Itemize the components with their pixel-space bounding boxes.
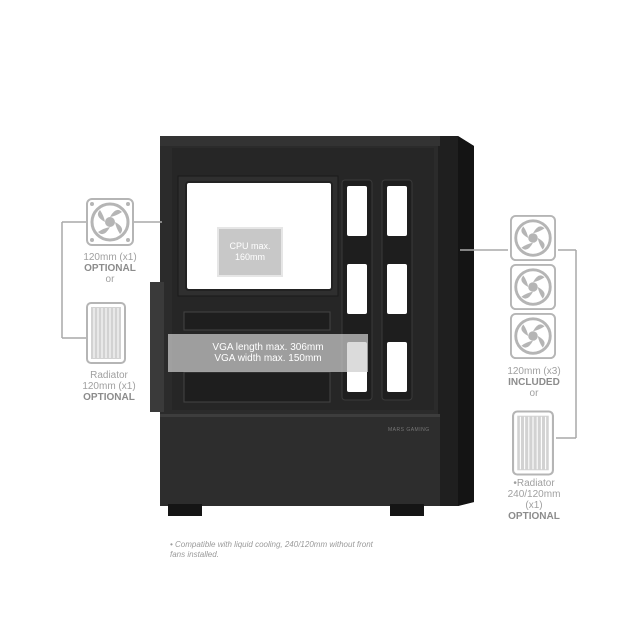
radiator-icon xyxy=(512,410,554,476)
vga-clearance-box: VGA length max. 306mm VGA width max. 150… xyxy=(168,334,368,372)
psu-shroud xyxy=(160,414,440,506)
left-or: or xyxy=(105,274,115,285)
right-radiator-status: OPTIONAL xyxy=(508,511,560,522)
left-fan-label: 120mm (x1) OPTIONAL or xyxy=(70,252,150,285)
vga-width: VGA width max. 150mm xyxy=(214,353,322,364)
left-radiator-line1: Radiator xyxy=(90,370,128,381)
footnote: • Compatible with liquid cooling, 240/12… xyxy=(170,540,470,560)
vga-length: VGA length max. 306mm xyxy=(212,342,324,353)
fan-icon xyxy=(510,264,556,310)
right-radiator-line1: •Radiator xyxy=(513,478,555,489)
footnote-line1: • Compatible with liquid cooling, 240/12… xyxy=(170,540,373,549)
right-radiator-label: •Radiator 240/120mm (x1) OPTIONAL xyxy=(492,478,576,522)
case-foot-left xyxy=(168,504,202,516)
right-or: or xyxy=(529,388,539,399)
fan-icon xyxy=(510,215,556,261)
left-fan-size: 120mm (x1) xyxy=(83,252,137,263)
case-foot-right xyxy=(390,504,424,516)
cpu-clearance-box: CPU max. 160mm xyxy=(217,227,283,277)
fan-icon xyxy=(510,313,556,359)
left-radiator-status: OPTIONAL xyxy=(83,392,135,403)
case-brand-logo: MARS GAMING xyxy=(388,427,430,433)
left-fan-status: OPTIONAL xyxy=(84,263,136,274)
cpu-clearance-line2: 160mm xyxy=(234,252,265,262)
left-radiator-label: Radiator 120mm (x1) OPTIONAL xyxy=(66,370,152,403)
right-radiator-line2: 240/120mm xyxy=(507,489,561,500)
right-fan-label: 120mm (x3) INCLUDED or xyxy=(494,366,574,399)
footnote-line2: fans installed. xyxy=(170,550,219,559)
right-fan-status: INCLUDED xyxy=(508,377,560,388)
fan-icon xyxy=(86,198,134,246)
left-radiator-line2: 120mm (x1) xyxy=(82,381,136,392)
right-radiator-line3: (x1) xyxy=(525,500,543,511)
right-fan-size: 120mm (x3) xyxy=(507,366,561,377)
radiator-icon xyxy=(86,302,126,364)
pcie-slots xyxy=(150,282,164,412)
cpu-clearance-line1: CPU max. xyxy=(229,241,271,251)
